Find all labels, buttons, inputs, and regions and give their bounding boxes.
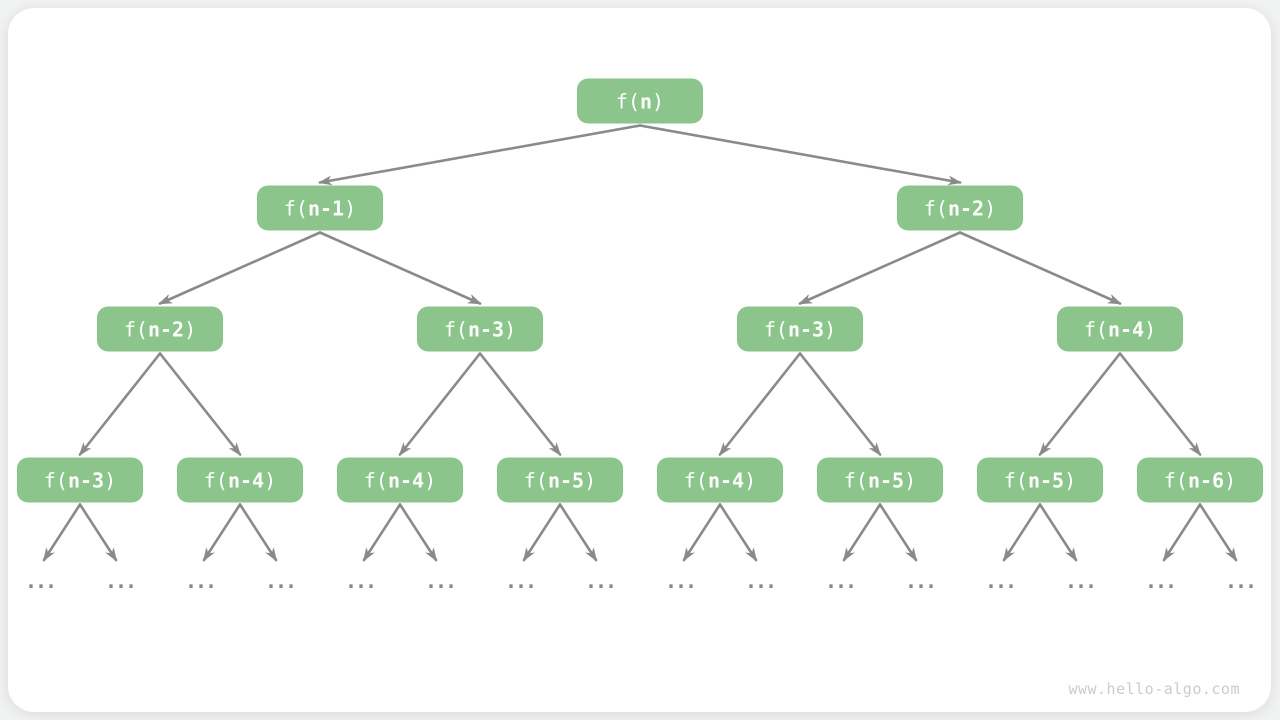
ellipsis-leaf: ... [984, 569, 1017, 593]
tree-node: f(n-2) [97, 306, 223, 352]
node-text-arg: n-5 [867, 468, 905, 492]
node-text-suffix: ) [744, 468, 757, 492]
node-text-prefix: f( [1003, 468, 1028, 492]
node-text-prefix: f( [1163, 468, 1188, 492]
tree-node: f(n-4) [177, 457, 303, 503]
node-text-prefix: f( [615, 89, 640, 113]
node-text-suffix: ) [984, 196, 997, 220]
node-text-suffix: ) [264, 468, 277, 492]
node-text-prefix: f( [203, 468, 228, 492]
node-text-suffix: ) [184, 317, 197, 341]
node-text-arg: n-2 [147, 317, 185, 341]
ellipsis-leaf: ... [104, 569, 137, 593]
node-text-suffix: ) [1144, 317, 1157, 341]
node-text-suffix: ) [652, 89, 665, 113]
ellipsis-leaf: ... [1224, 569, 1257, 593]
ellipsis-leaf: ... [664, 569, 697, 593]
node-text-arg: n-4 [387, 468, 425, 492]
node-text-prefix: f( [763, 317, 788, 341]
node-text-suffix: ) [424, 468, 437, 492]
node-text-prefix: f( [1083, 317, 1108, 341]
ellipsis-leaf: ... [424, 569, 457, 593]
tree-node: f(n-3) [417, 306, 543, 352]
node-text-prefix: f( [443, 317, 468, 341]
ellipsis-leaf: ... [824, 569, 857, 593]
node-text-suffix: ) [824, 317, 837, 341]
ellipsis-leaf: ... [344, 569, 377, 593]
tree-node: f(n-5) [977, 457, 1103, 503]
node-text-suffix: ) [104, 468, 117, 492]
tree-node: f(n-5) [817, 457, 943, 503]
tree-node: f(n-4) [337, 457, 463, 503]
tree-node: f(n-4) [1057, 306, 1183, 352]
tree-node: f(n) [577, 78, 703, 124]
ellipsis-leaf: ... [264, 569, 297, 593]
node-text-suffix: ) [344, 196, 357, 220]
ellipsis-leaf: ... [504, 569, 537, 593]
tree-node: f(n-2) [897, 185, 1023, 231]
node-text-arg: n [640, 89, 653, 113]
node-text-prefix: f( [363, 468, 388, 492]
node-text-arg: n-3 [67, 468, 105, 492]
node-text-suffix: ) [584, 468, 597, 492]
node-text-prefix: f( [123, 317, 148, 341]
node-text-prefix: f( [923, 196, 948, 220]
tree-node: f(n-1) [257, 185, 383, 231]
node-text-arg: n-6 [1187, 468, 1225, 492]
node-text-arg: n-4 [707, 468, 745, 492]
node-text-arg: n-5 [547, 468, 585, 492]
tree-node: f(n-4) [657, 457, 783, 503]
node-text-arg: n-3 [467, 317, 505, 341]
ellipsis-leaf: ... [904, 569, 937, 593]
node-text-arg: n-4 [1107, 317, 1145, 341]
node-text-suffix: ) [904, 468, 917, 492]
node-text-prefix: f( [523, 468, 548, 492]
tree-node: f(n-3) [737, 306, 863, 352]
tree-node: f(n-5) [497, 457, 623, 503]
node-text-arg: n-1 [307, 196, 345, 220]
node-text-arg: n-4 [227, 468, 265, 492]
node-text-prefix: f( [683, 468, 708, 492]
node-text-suffix: ) [1064, 468, 1077, 492]
tree-node: f(n-6) [1137, 457, 1263, 503]
node-text-prefix: f( [43, 468, 68, 492]
node-text-suffix: ) [504, 317, 517, 341]
tree-node: f(n-3) [17, 457, 143, 503]
ellipsis-leaf: ... [1064, 569, 1097, 593]
ellipsis-leaf: ... [584, 569, 617, 593]
ellipsis-leaf: ... [24, 569, 57, 593]
ellipsis-leaf: ... [184, 569, 217, 593]
node-text-arg: n-3 [787, 317, 825, 341]
node-text-suffix: ) [1224, 468, 1237, 492]
node-text-prefix: f( [283, 196, 308, 220]
ellipsis-leaf: ... [744, 569, 777, 593]
node-text-prefix: f( [843, 468, 868, 492]
node-text-arg: n-2 [947, 196, 985, 220]
ellipsis-leaf: ... [1144, 569, 1177, 593]
node-text-arg: n-5 [1027, 468, 1065, 492]
watermark: www.hello-algo.com [1068, 680, 1240, 698]
